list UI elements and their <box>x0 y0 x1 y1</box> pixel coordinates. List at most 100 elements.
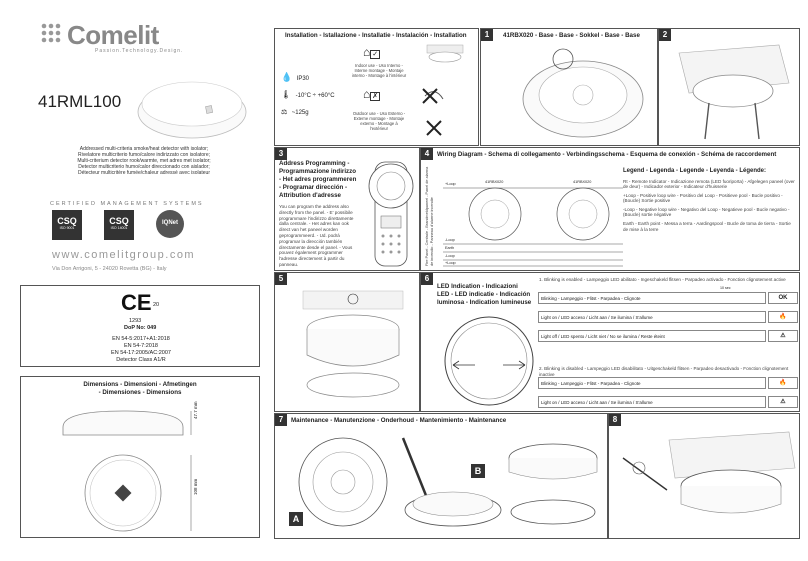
ce-mark: CE <box>121 290 152 315</box>
temp-range: 🌡 -10°C ÷ +60°C <box>281 84 335 102</box>
legend-item: +Loop - Positive loop wire - Positivo de… <box>623 192 783 204</box>
csq-badge-label: CSQ <box>57 216 77 226</box>
dimensions-title: Dimensions - Dimensioni - Afmetingen <box>83 381 197 388</box>
dimensions-title: - Dimensiones - Dimensions <box>98 389 182 396</box>
house-check-icon: ⌂✓ <box>363 45 381 59</box>
certification-badges: CSQ ISO 9001 CSQ ISO 14001 IQNet <box>52 210 202 244</box>
temp-value: -10°C ÷ +60°C <box>295 93 335 99</box>
step-label-a: A <box>289 512 303 526</box>
wiring-svg <box>443 187 623 267</box>
outdoor-label: Outdoor use - Uso Esterno - Externe mont… <box>352 111 406 131</box>
dimension-diameter: 108 mm <box>193 478 198 495</box>
panel-3-body: You can program the address also directl… <box>279 204 354 267</box>
panel-8: 8 <box>608 413 800 539</box>
iqnet-badge: IQNet <box>156 210 184 238</box>
panel-3-title: Address Programming - Programmazione ind… <box>279 160 356 200</box>
fault-icon: ⚠ <box>768 396 798 408</box>
wire-label: +Loop <box>445 182 456 186</box>
ce-body-number: 1293 <box>129 318 142 324</box>
legend-item: Earth - Earth point - Messa a terra - Aa… <box>623 221 791 232</box>
iqnet-badge-label: IQNet <box>161 220 178 226</box>
panel-number: 5 <box>275 273 287 285</box>
indoor-label: Indoor use - Uso Interno - Interne monta… <box>351 63 407 78</box>
title-line: Programmazione indirizzo <box>279 168 357 175</box>
panel-number: 3 <box>275 148 287 160</box>
led-status-ok: OK <box>768 292 798 304</box>
installation-title: Installation - Istallazione - Installati… <box>285 32 467 39</box>
panel-1: 1 41RBX020 - Base - Base - Sokkel - Base… <box>480 28 658 146</box>
certification-heading: CERTIFIED MANAGEMENT SYSTEMS <box>50 201 204 207</box>
base-label: 41RBX020 <box>485 180 504 184</box>
panel-number: 4 <box>421 148 433 160</box>
step-label-b: B <box>471 464 485 478</box>
led-timing: 10 sec <box>720 286 731 290</box>
description-line: Addressed multi-criteria smoke/heat dete… <box>79 146 209 152</box>
ceiling-mount-illustration <box>678 44 790 140</box>
csq-badge-label: CSQ <box>109 216 129 226</box>
weight-value: ~125g <box>291 110 309 116</box>
website[interactable]: www.comelitgroup.com <box>52 249 196 261</box>
ip-value: IP30 <box>296 76 310 82</box>
panel-1-title: 41RBX020 - Base - Base - Sokkel - Base -… <box>503 32 640 39</box>
panel-number: 1 <box>481 29 493 41</box>
title-line: LED Indication - Indicazioni <box>437 283 518 290</box>
legend-item: -Loop - Negative loop wire - Negativo de… <box>623 206 790 218</box>
ce-standard: EN 54-7:2018 <box>124 343 158 349</box>
description-line: Detector multicriterio humo/calor direcc… <box>78 164 210 170</box>
enabled-heading: 1. Blinking is enabled - Lampeggio LED a… <box>539 277 786 282</box>
led-row: Light on / LED acceso / Licht aan / Se i… <box>538 396 766 408</box>
title-line: LED - LED indicatie - Indicación <box>437 291 531 298</box>
title-line: - Programar dirección - <box>279 184 348 191</box>
ce-standard: Detector Class A1/R <box>116 357 166 363</box>
thermometer-icon: 🌡 <box>281 90 292 99</box>
csq-badge-sub: ISO 14001 <box>110 226 128 230</box>
installation-panel: Installation - Istallazione - Installati… <box>274 28 479 146</box>
weight: ⚖ ~125g <box>281 101 309 119</box>
ce-standards: EN 54-5:2017+A1:2018 EN 54-7:2018 EN 54-… <box>81 336 201 364</box>
panel-number: 8 <box>609 414 621 426</box>
fire-panel-label: Fire Panel - Centrale - Brandmeldpaneel … <box>425 166 434 266</box>
led-row: Blinking - Lampeggio - Flitst - Parpadea… <box>538 292 766 304</box>
title-line: Address Programming - <box>279 160 350 167</box>
panel-number: 6 <box>421 273 433 285</box>
panel-7-title: Maintenance - Manutenzione - Onderhoud -… <box>291 417 507 424</box>
disabled-heading: 2. Blinking is disabled - Lampeggio LED … <box>539 366 789 377</box>
panel-2: 2 <box>658 28 800 146</box>
panel-3: 3 Address Programming - Programmazione i… <box>274 147 420 271</box>
title-line: Attribution d'adresse <box>279 192 341 199</box>
programmer-illustration <box>368 161 414 267</box>
panel-number: 7 <box>275 414 287 426</box>
legend-title: Legend - Legenda - Legende - Leyenda - L… <box>623 168 767 174</box>
fire-icon: 🔥 <box>768 311 798 323</box>
wire-label: -Loop <box>445 254 455 258</box>
title-line: luminosa - Indication lumineuse <box>437 299 532 306</box>
wire-label: -Loop <box>445 238 455 242</box>
product-code: 41RML100 <box>38 92 122 111</box>
detector-insertion-illustration <box>302 290 404 398</box>
panel-6-title: LED Indication - Indicazioni LED - LED i… <box>437 283 531 307</box>
dimension-drawing <box>62 410 192 532</box>
fire-icon: 🔥 <box>768 377 798 389</box>
panel-7: 7 Maintenance - Manutenzione - Onderhoud… <box>274 413 608 539</box>
weight-icon: ⚖ <box>281 109 288 116</box>
house-cross-icon: ⌂✗ <box>363 87 381 101</box>
wire-label: +Loop <box>445 261 456 265</box>
ce-box: CE 20 1293 DoP No: 049 EN 54-5:2017+A1:2… <box>20 285 260 367</box>
mounting-illustration <box>422 44 464 136</box>
panel-4-title: Wiring Diagram - Schema di collegamento … <box>437 151 777 158</box>
removal-illustration <box>622 431 796 514</box>
panel-number: 2 <box>659 29 671 41</box>
panel-6: 6 LED Indication - Indicazioni LED - LED… <box>420 272 800 412</box>
wiring-diagram: 41RBX020 41RBX020 +Loop -Loop Earth -Loo… <box>443 164 623 268</box>
dimension-height: 47.7 mm <box>193 401 198 419</box>
ce-standard: EN 54-17:2005/AC:2007 <box>111 350 171 356</box>
csq-badge: CSQ ISO 9001 <box>52 210 82 240</box>
product-description: Addressed multi-criteria smoke/heat dete… <box>28 146 260 176</box>
detector-illustration <box>137 81 247 139</box>
description-line: Multi-criterium detector rook/warmte, me… <box>77 158 211 164</box>
title-line: - Het adres programmeren <box>279 176 357 183</box>
ip-rating: 💧 IP30 <box>281 67 309 85</box>
address: Via Don Arrigoni, 5 - 24020 Rovetta (BG)… <box>52 266 167 272</box>
ce-standard: EN 54-5:2017+A1:2018 <box>112 336 170 342</box>
description-line: Rivelatore multicriterio fumo/calore ind… <box>78 152 210 158</box>
